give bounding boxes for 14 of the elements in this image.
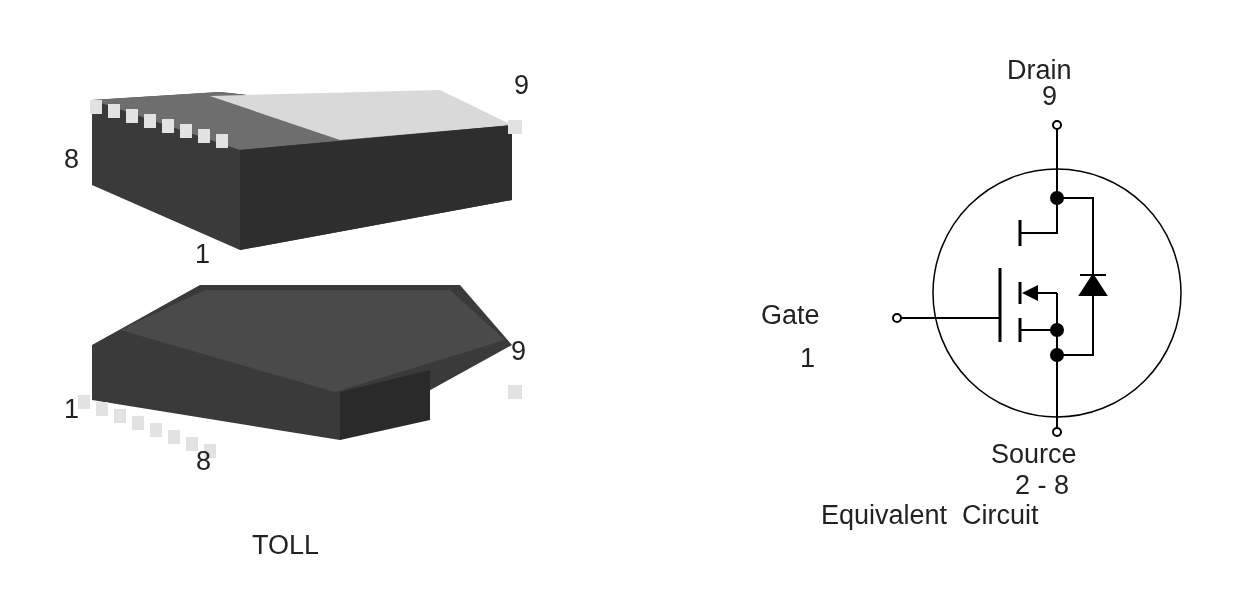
caption: Equivalent Circuit xyxy=(821,502,1039,529)
pin-number: 8 xyxy=(64,146,80,173)
terminal-label: Drain xyxy=(1007,57,1072,84)
terminal-label: Source xyxy=(991,441,1077,468)
pin-number: 1 xyxy=(64,396,80,423)
pin-number: 9 xyxy=(1042,83,1058,110)
pin-number: 8 xyxy=(196,448,212,475)
pin-number: 1 xyxy=(195,241,211,268)
package-name: TOLL xyxy=(252,532,320,559)
pin-number: 9 xyxy=(514,72,530,99)
pin-number: 2 - 8 xyxy=(1015,472,1070,499)
pin-number: 9 xyxy=(511,338,527,365)
terminal-label: Gate xyxy=(761,302,820,329)
pin-number: 1 xyxy=(800,345,816,372)
